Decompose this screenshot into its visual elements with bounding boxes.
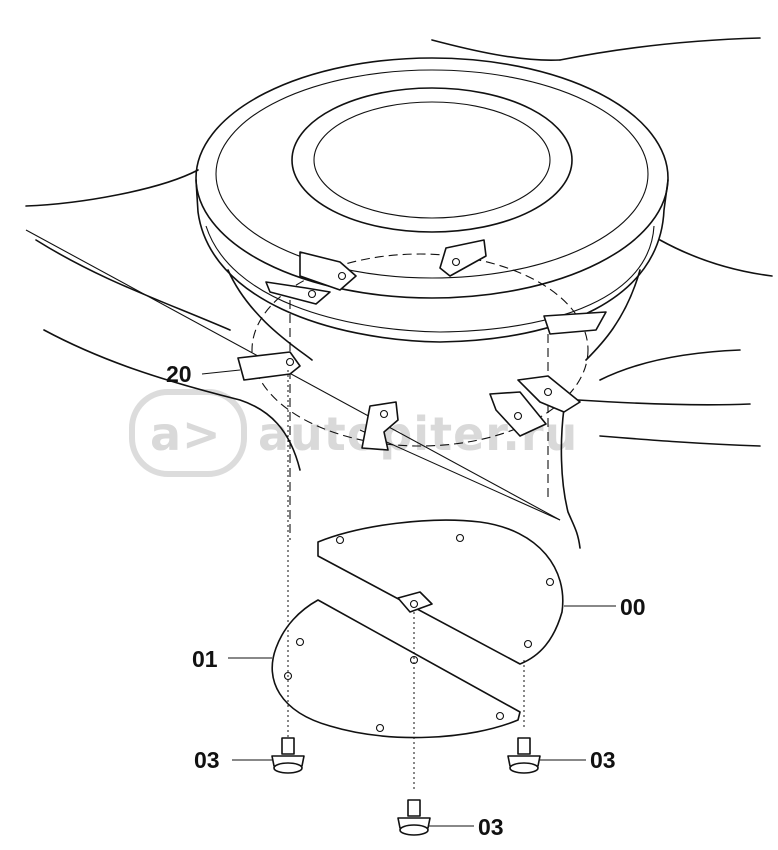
callout-03-left: 03	[194, 747, 220, 773]
bolt-03-right	[507, 737, 541, 774]
drum-housing	[195, 57, 669, 540]
callout-00: 00	[620, 594, 646, 620]
mounting-bracket	[543, 311, 607, 335]
bolt-03-bottom	[397, 799, 431, 836]
mounting-bracket	[439, 239, 487, 277]
bolt-03-left	[271, 737, 305, 774]
mounting-bracket	[489, 391, 547, 437]
callout-01: 01	[192, 646, 218, 672]
alignment-lines	[287, 370, 525, 790]
watermark-logo-frame	[129, 389, 247, 477]
mounting-bracket	[299, 251, 357, 291]
plate-clip	[397, 591, 433, 613]
watermark-logo-glyph: a>	[150, 407, 222, 461]
mounting-bracket-group	[237, 239, 607, 451]
cover-plate-01	[271, 599, 521, 739]
mounting-bracket	[265, 281, 331, 305]
cover-plate-00	[317, 519, 564, 665]
callout-03-right: 03	[590, 747, 616, 773]
mounting-bracket	[361, 401, 399, 451]
leader-lines	[201, 369, 616, 827]
mounting-bracket	[517, 375, 581, 413]
chassis-outline	[25, 37, 773, 549]
mounting-bracket-20	[237, 351, 301, 381]
callout-labels: 20 00 01 03 03 03	[166, 361, 646, 840]
callout-03-bottom: 03	[478, 814, 504, 840]
callout-20: 20	[166, 361, 192, 387]
